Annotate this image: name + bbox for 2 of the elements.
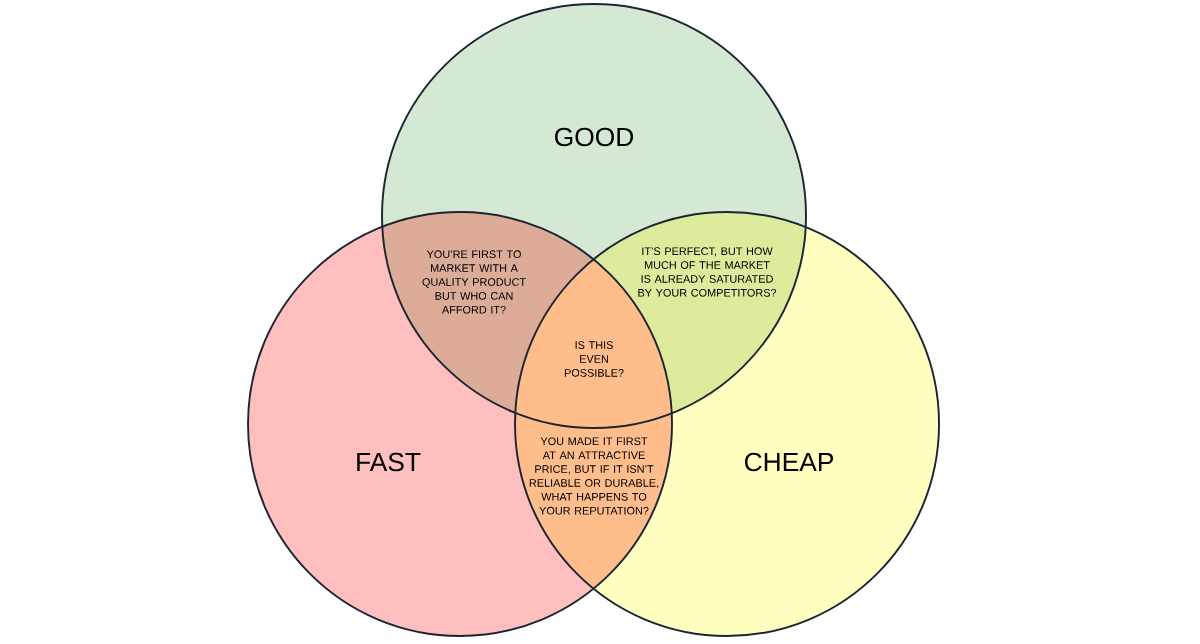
region-text: YOU MADE IT FIRST AT AN ATTRACTIVE PRICE, BUT IF IT ISN’T RELIABLE OR DURABLE, WHAT HAPPENS TO YOUR REPUTATION? — [529, 437, 659, 515]
region-text: IS THIS EVEN POSSIBLE? — [564, 341, 624, 377]
